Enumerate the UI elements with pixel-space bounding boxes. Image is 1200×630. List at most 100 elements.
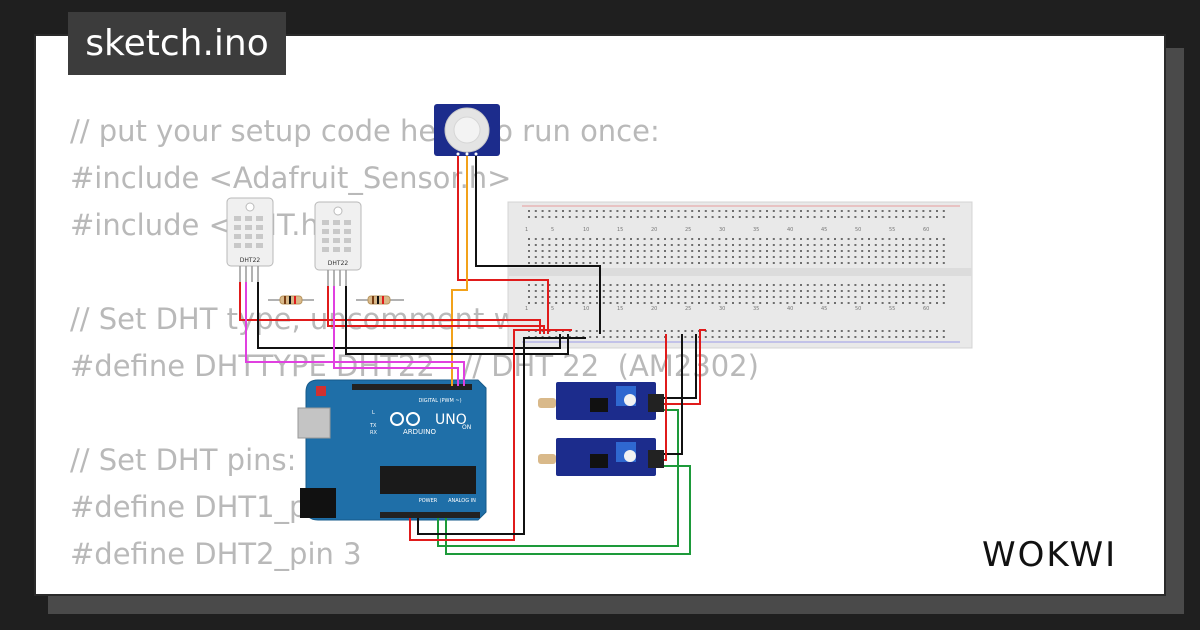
dht22-sensor-2[interactable]: DHT22 bbox=[314, 201, 362, 286]
breadboard-hole bbox=[711, 210, 714, 212]
breadboard-hole bbox=[575, 262, 578, 264]
breadboard-hole bbox=[895, 336, 898, 338]
breadboard-hole bbox=[534, 290, 537, 292]
breadboard-hole bbox=[630, 262, 632, 264]
breadboard-hole bbox=[643, 296, 646, 298]
arduino-uno[interactable]: DIGITAL (PWM ~) UNO ARDUINO ON TX RX L P… bbox=[297, 379, 487, 521]
breadboard-hole bbox=[813, 244, 816, 246]
breadboard-hole bbox=[711, 296, 714, 298]
breadboard-hole bbox=[868, 238, 870, 240]
breadboard-hole bbox=[609, 244, 612, 246]
breadboard-hole bbox=[684, 250, 687, 252]
breadboard-hole bbox=[711, 238, 714, 240]
breadboard-hole bbox=[874, 302, 877, 304]
dht22-sensor-1[interactable]: DHT22 bbox=[226, 197, 274, 282]
breadboard-hole bbox=[643, 336, 646, 338]
breadboard-hole bbox=[568, 284, 571, 286]
breadboard-hole bbox=[548, 238, 551, 240]
breadboard-hole bbox=[881, 250, 884, 252]
breadboard-hole bbox=[589, 302, 592, 304]
breadboard-hole bbox=[555, 290, 558, 292]
breadboard-hole bbox=[738, 262, 741, 264]
breadboard-hole bbox=[922, 244, 925, 246]
breadboard-hole bbox=[704, 216, 707, 218]
breadboard-hole bbox=[840, 256, 843, 258]
breadboard-hole bbox=[766, 336, 768, 338]
breadboard-hole bbox=[936, 256, 938, 258]
breadboard-hole bbox=[793, 296, 796, 298]
breadboard-hole bbox=[609, 302, 612, 304]
resistor-1[interactable] bbox=[268, 295, 314, 305]
breadboard-hole bbox=[800, 216, 802, 218]
breadboard-hole bbox=[657, 216, 660, 218]
breadboard-hole bbox=[732, 284, 734, 286]
breadboard-hole bbox=[929, 262, 932, 264]
breadboard-hole bbox=[555, 284, 558, 286]
breadboard-hole bbox=[752, 250, 755, 252]
breadboard-hole bbox=[698, 290, 700, 292]
breadboard-hole bbox=[650, 330, 653, 332]
breadboard-hole bbox=[643, 262, 646, 264]
resistor-2[interactable] bbox=[356, 295, 404, 305]
breadboard-hole bbox=[772, 250, 775, 252]
breadboard-hole bbox=[922, 262, 925, 264]
breadboard-hole bbox=[718, 290, 721, 292]
breadboard-hole bbox=[643, 216, 646, 218]
breadboard-hole bbox=[596, 210, 598, 212]
breadboard-hole bbox=[568, 250, 571, 252]
breadboard-hole bbox=[664, 210, 666, 212]
ldr-module-2[interactable] bbox=[538, 438, 664, 476]
breadboard-hole bbox=[793, 238, 796, 240]
breadboard-hole bbox=[541, 256, 544, 258]
pir-sensor[interactable] bbox=[434, 104, 500, 156]
file-tab[interactable]: sketch.ino bbox=[68, 12, 286, 75]
code-line: #include <Adafruit_Sensor.h> bbox=[70, 161, 512, 195]
breadboard-hole bbox=[827, 262, 830, 264]
breadboard-hole bbox=[725, 216, 728, 218]
bb-col-num: 50 bbox=[855, 306, 861, 312]
breadboard-hole bbox=[548, 296, 551, 298]
breadboard-hole bbox=[854, 238, 857, 240]
uno-label: UNO bbox=[435, 412, 467, 428]
breadboard-hole bbox=[630, 290, 632, 292]
ldr-module-1[interactable] bbox=[538, 382, 664, 420]
breadboard-hole bbox=[847, 302, 850, 304]
breadboard-hole bbox=[643, 210, 646, 212]
reset-button[interactable] bbox=[316, 386, 326, 396]
breadboard-hole bbox=[942, 210, 945, 212]
breadboard-hole bbox=[691, 210, 694, 212]
breadboard-hole bbox=[861, 244, 864, 246]
breadboard-hole bbox=[840, 238, 843, 240]
breadboard-hole bbox=[725, 210, 728, 212]
breadboard-hole bbox=[636, 302, 639, 304]
breadboard-hole bbox=[861, 256, 864, 258]
wokwi-logo: WOKWI bbox=[982, 535, 1115, 575]
breadboard-hole bbox=[555, 238, 558, 240]
breadboard-hole bbox=[847, 238, 850, 240]
breadboard-hole bbox=[684, 296, 687, 298]
analog-header bbox=[380, 512, 480, 518]
breadboard-hole bbox=[786, 216, 789, 218]
bb-col-num: 55 bbox=[889, 227, 895, 233]
breadboard-hole bbox=[779, 290, 782, 292]
breadboard-hole bbox=[582, 216, 585, 218]
breadboard-hole bbox=[745, 210, 748, 212]
breadboard-hole bbox=[922, 330, 925, 332]
breadboard-hole bbox=[752, 216, 755, 218]
breadboard-hole bbox=[772, 210, 775, 212]
breadboard-hole bbox=[834, 296, 836, 298]
breadboard-hole bbox=[793, 262, 796, 264]
breadboard-hole bbox=[589, 290, 592, 292]
breadboard-hole bbox=[908, 256, 911, 258]
breadboard-hole bbox=[800, 330, 802, 332]
breadboard-hole bbox=[738, 256, 741, 258]
breadboard-hole bbox=[854, 302, 857, 304]
breadboard-hole bbox=[759, 284, 762, 286]
breadboard-hole bbox=[806, 250, 809, 252]
breadboard-hole bbox=[541, 296, 544, 298]
breadboard-hole bbox=[868, 296, 870, 298]
breadboard-hole bbox=[793, 336, 796, 338]
breadboard-hole bbox=[772, 256, 775, 258]
breadboard-hole bbox=[562, 256, 564, 258]
breadboard-hole bbox=[562, 290, 564, 292]
